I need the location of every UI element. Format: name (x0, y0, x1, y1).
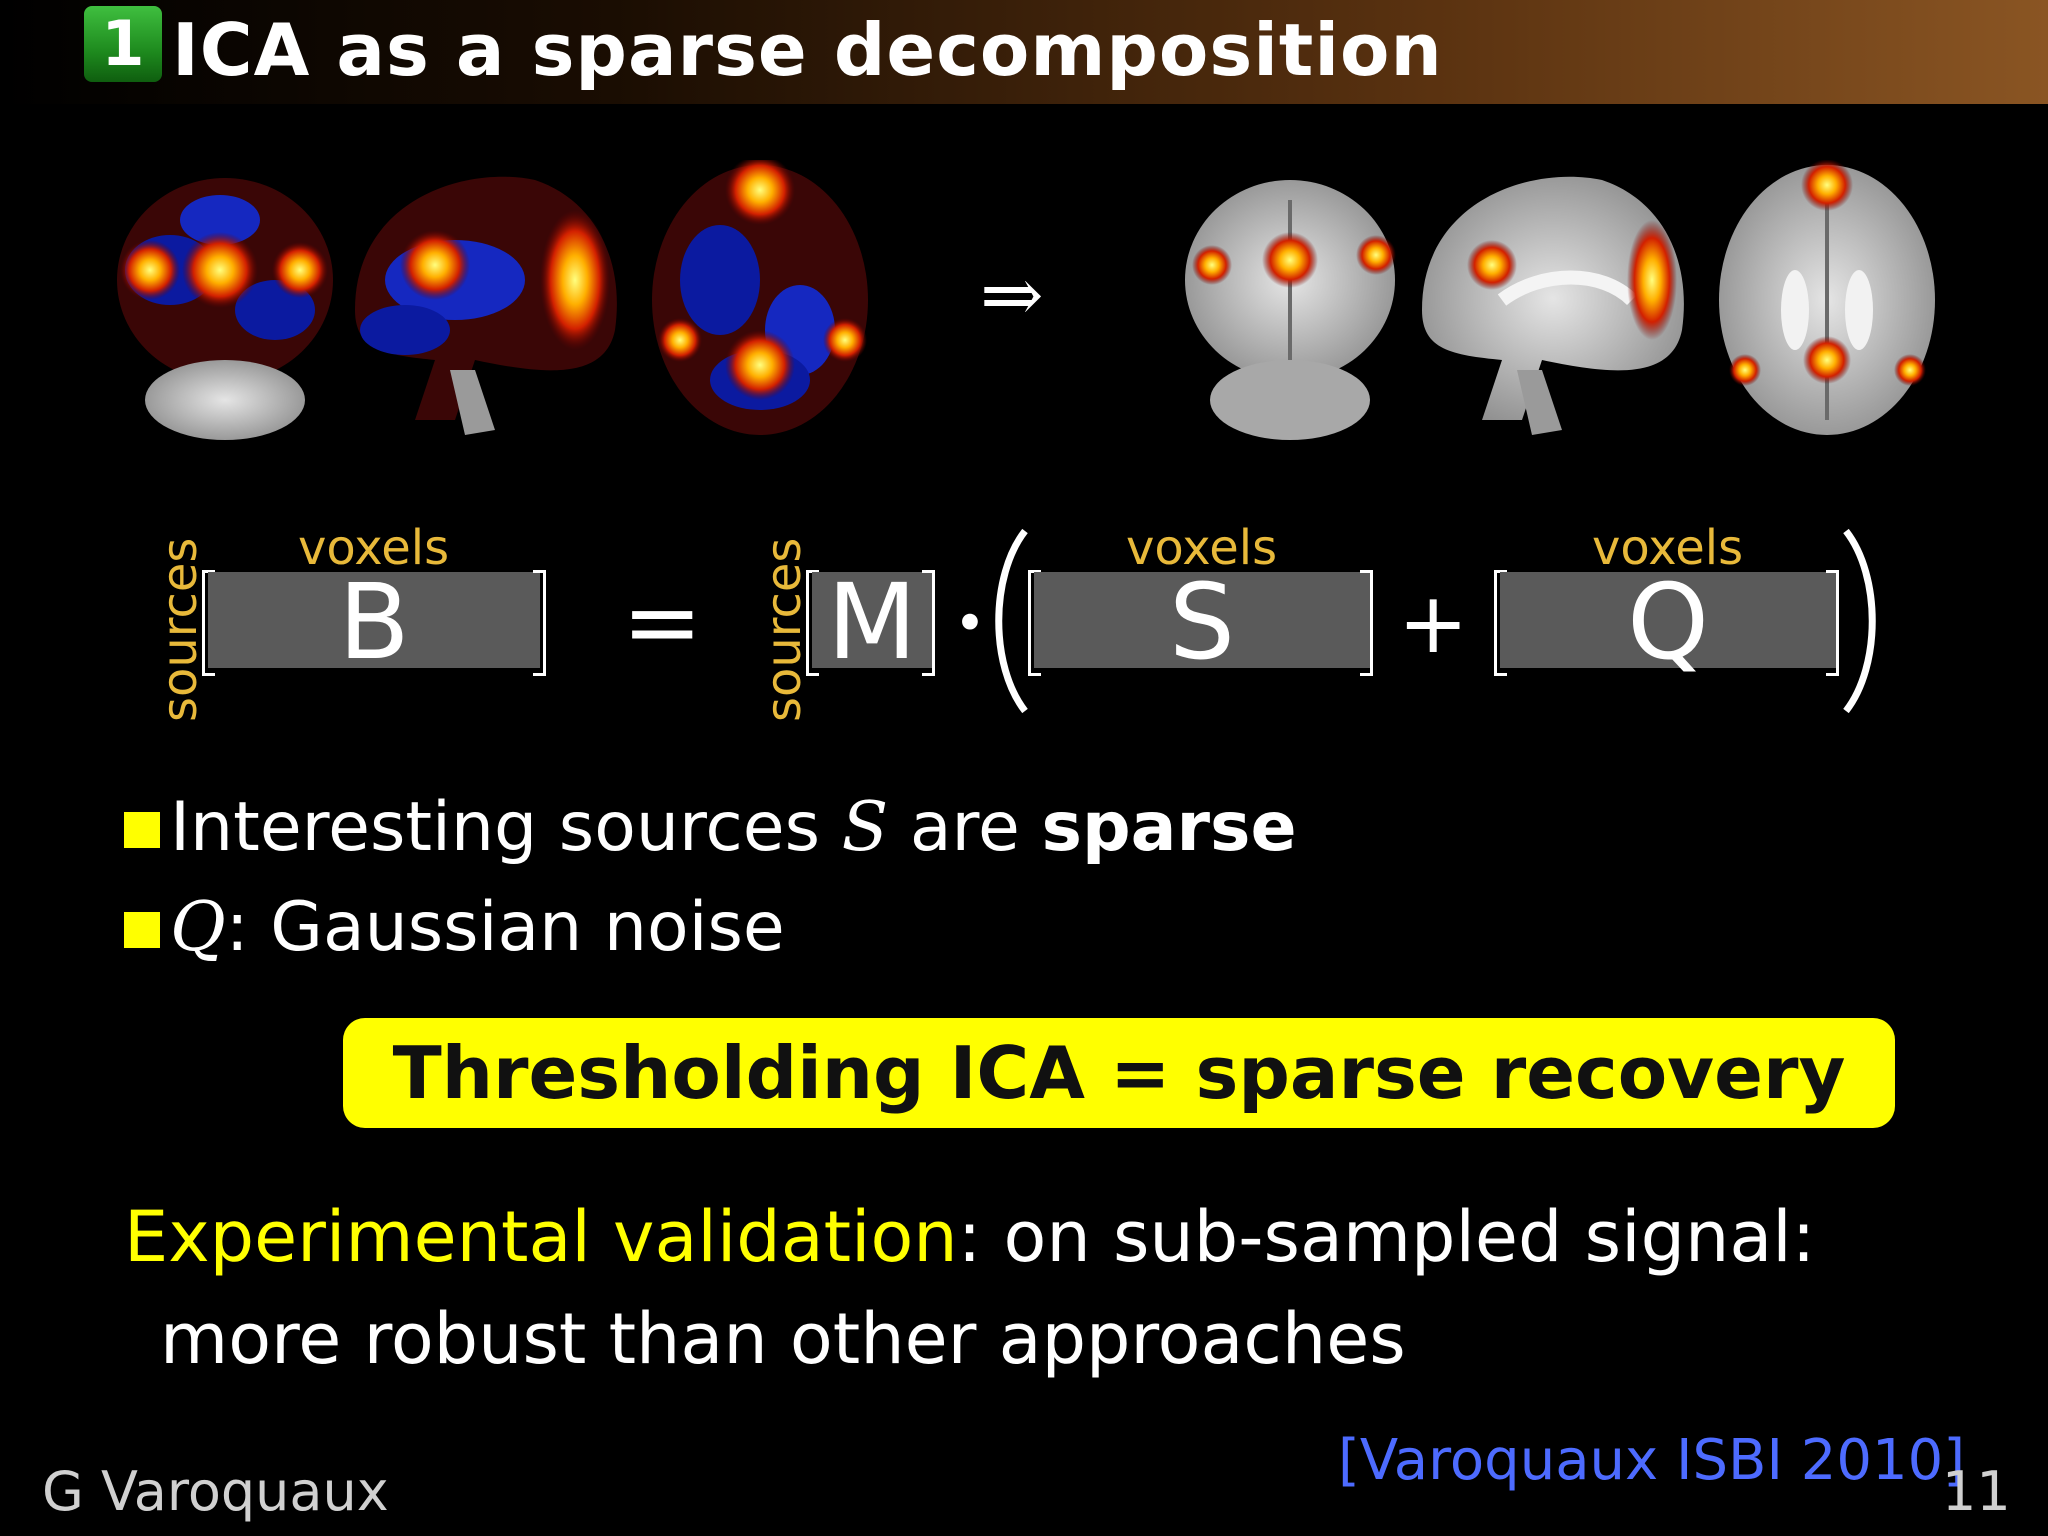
experimental-line-2: more robust than other approaches (160, 1298, 1406, 1380)
sources-label-mix: sources (756, 537, 812, 722)
coronal-slice-thresholded (1185, 180, 1396, 440)
bracket-right-m (922, 570, 935, 676)
implies-arrow: ⇒ (980, 250, 1044, 339)
experimental-text: : on sub-sampled signal: (957, 1196, 1816, 1278)
matrix-m: M (812, 570, 932, 674)
bullet-sparse-sources: Interesting sources S are sparse (124, 788, 1297, 867)
bullet-text: are (888, 788, 1042, 867)
matrix-q: Q (1500, 570, 1836, 674)
key-takeaway-box: Thresholding ICA = sparse recovery (343, 1018, 1895, 1128)
equals-sign: = (622, 566, 703, 678)
sagittal-slice-raw (355, 176, 617, 435)
slide-header (0, 0, 2048, 104)
bullet-text: Interesting sources (170, 788, 842, 867)
left-paren (995, 528, 1028, 714)
axial-slice-thresholded (1719, 160, 1935, 435)
bracket-right-q (1826, 570, 1839, 676)
section-number-badge: 1 (84, 6, 162, 82)
bullet-text: : Gaussian noise (225, 888, 785, 967)
dot-operator: • (954, 592, 986, 655)
bracket-right-b (533, 570, 546, 676)
voxels-label-s: voxels (1126, 520, 1278, 576)
bracket-left-q (1494, 570, 1507, 676)
axial-slice-raw (652, 160, 868, 435)
bullet-marker (124, 912, 160, 948)
bracket-left-s (1028, 570, 1041, 676)
brain-maps-raw (110, 160, 890, 440)
sources-label-lhs: sources (152, 537, 208, 722)
page-number: 11 (1942, 1460, 2011, 1523)
citation: [Varoquaux ISBI 2010] (1338, 1428, 1966, 1493)
var-s: S (841, 788, 889, 867)
voxels-label-q: voxels (1592, 520, 1744, 576)
coronal-slice-raw (117, 178, 333, 440)
bullet-marker (124, 812, 160, 848)
voxels-label-lhs: voxels (298, 520, 450, 576)
bracket-left-b (202, 570, 215, 676)
experimental-label: Experimental validation (124, 1196, 958, 1278)
sagittal-slice-thresholded (1422, 176, 1684, 435)
footer-author: G Varoquaux (42, 1460, 389, 1523)
slide-title: ICA as a sparse decomposition (172, 8, 1443, 92)
matrix-s: S (1034, 570, 1370, 674)
bracket-left-m (806, 570, 819, 676)
bracket-right-s (1360, 570, 1373, 676)
experimental-line-1: Experimental validation: on sub-sampled … (124, 1196, 1815, 1278)
bullet-gaussian-noise: Q: Gaussian noise (124, 888, 785, 967)
bullet-emphasis: sparse (1041, 788, 1297, 867)
var-q: Q (170, 888, 226, 967)
brain-maps-thresholded (1180, 160, 1960, 440)
plus-sign: + (1398, 574, 1469, 672)
matrix-b: B (208, 570, 540, 674)
right-paren (1843, 528, 1876, 714)
